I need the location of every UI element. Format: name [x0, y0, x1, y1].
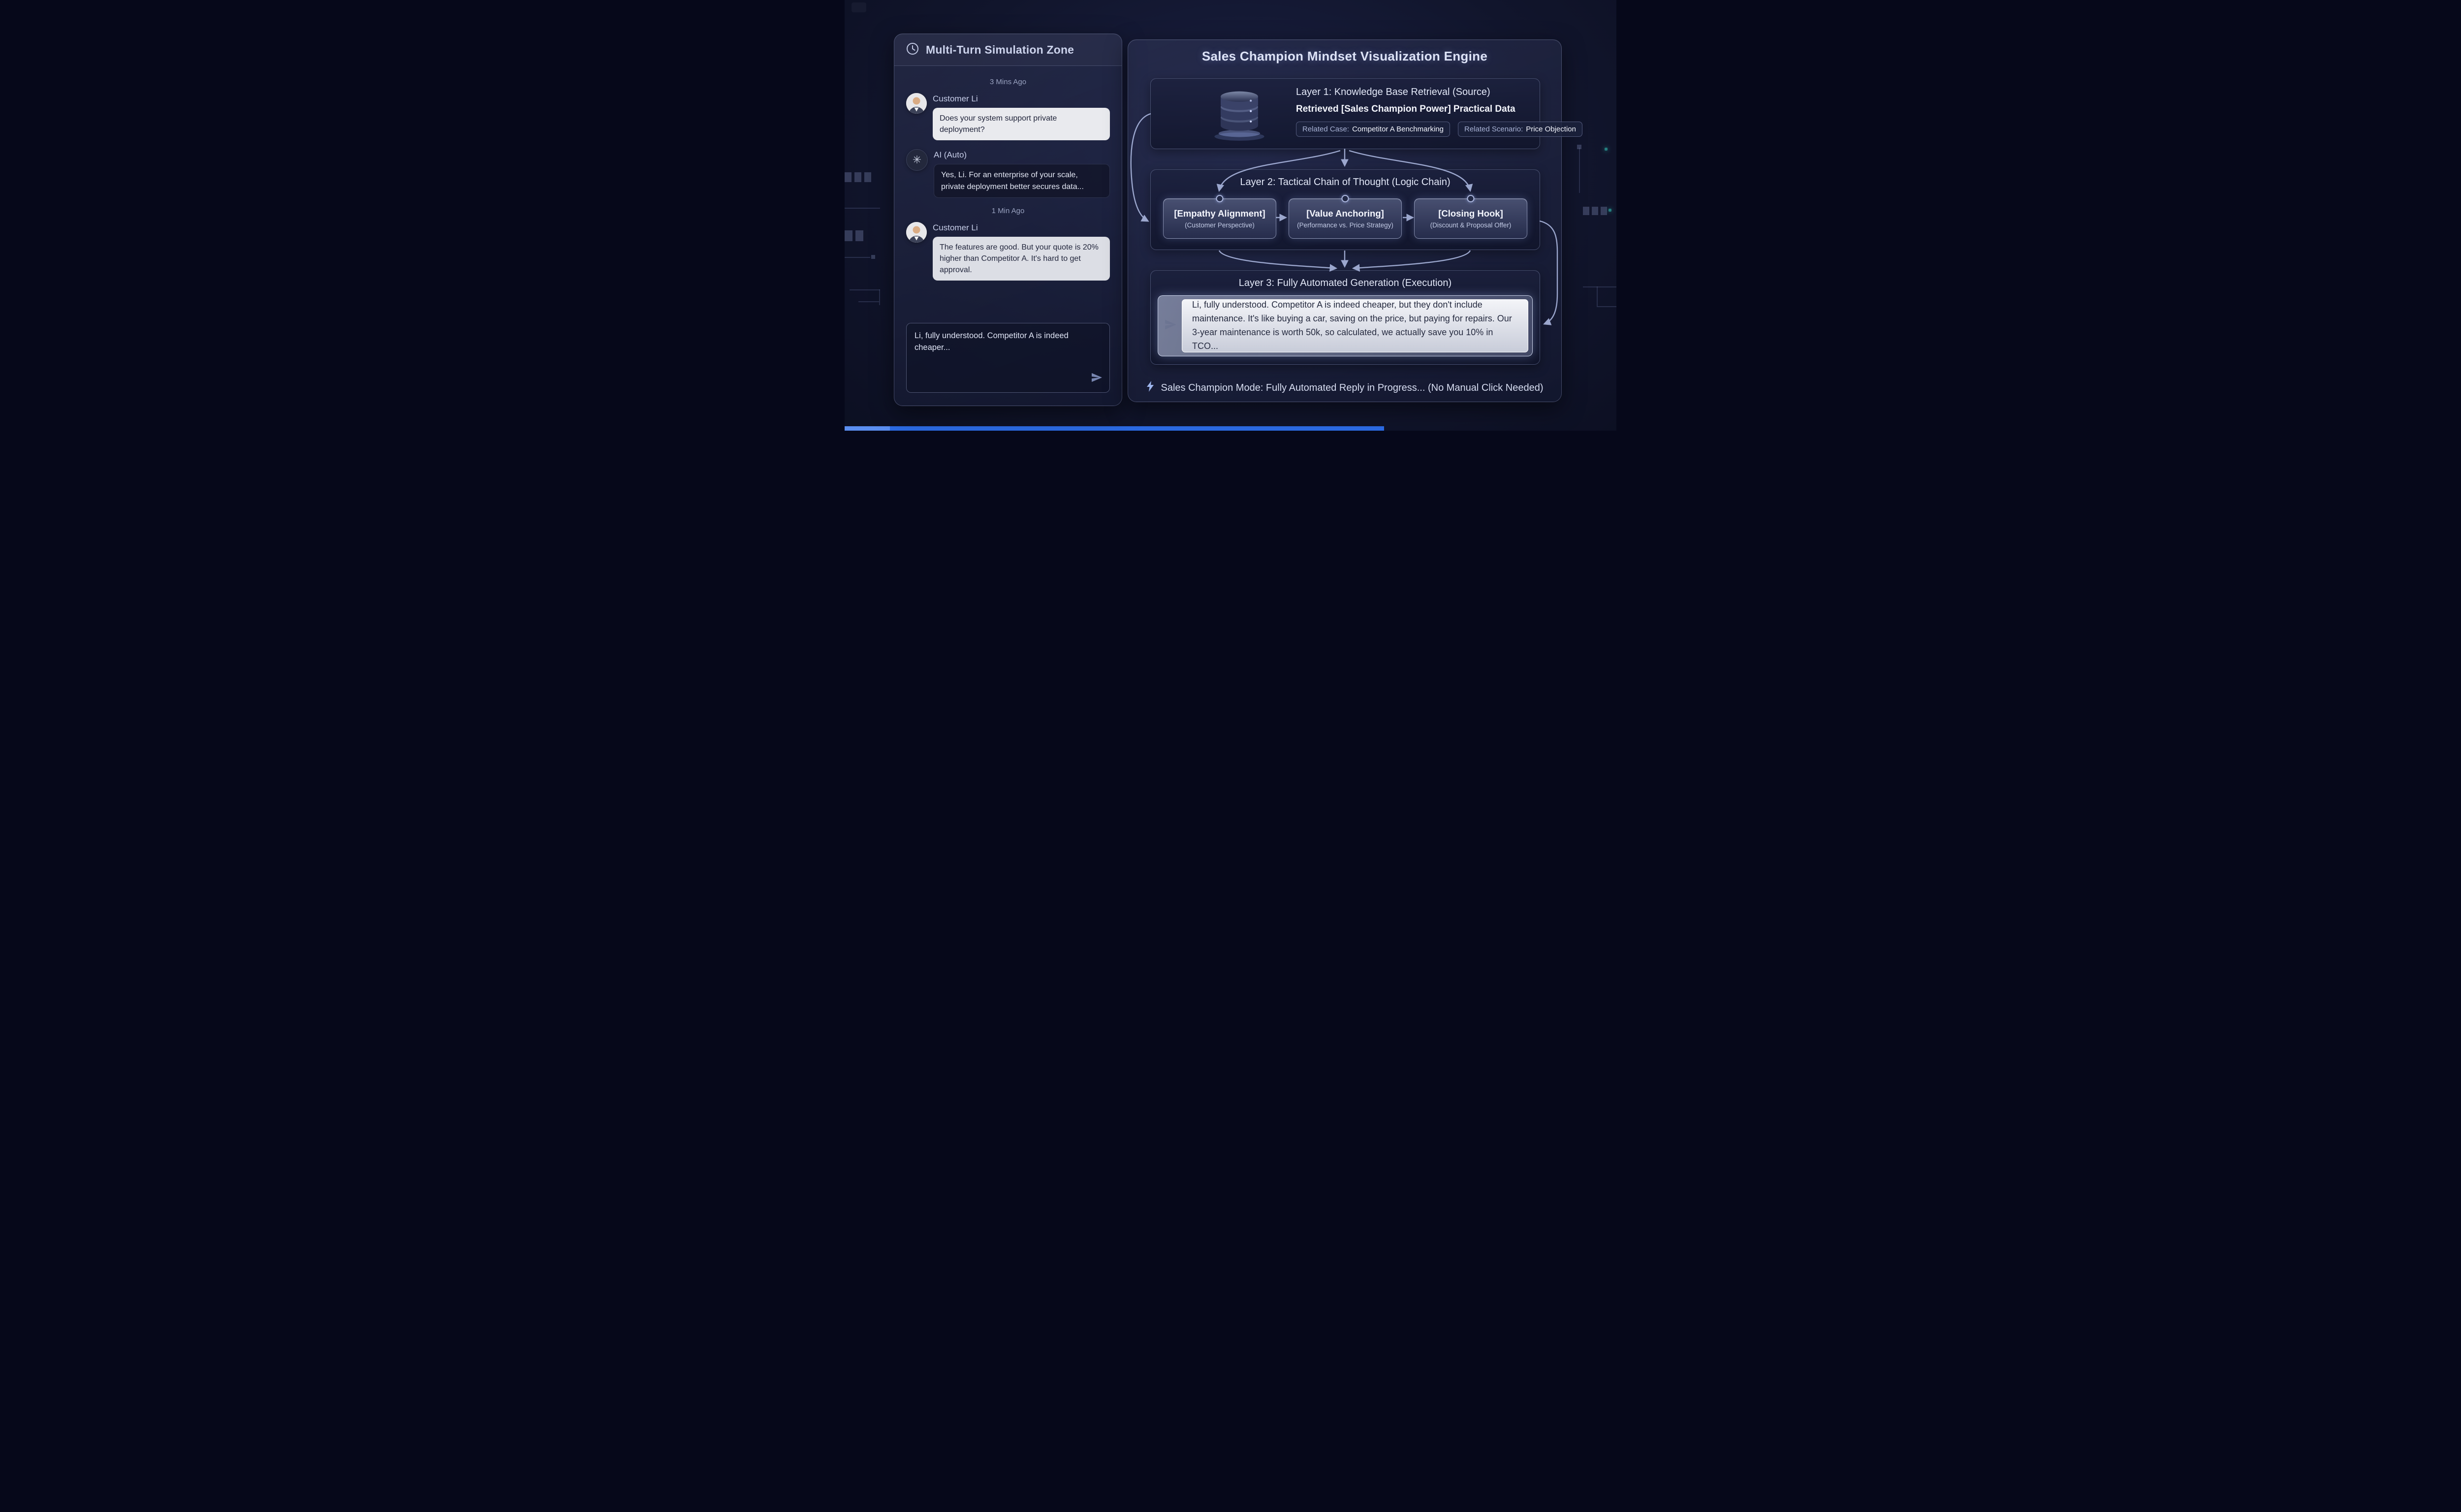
circuit-decoration	[864, 172, 871, 182]
node-subtitle: (Customer Perspective)	[1185, 221, 1255, 229]
clock-icon	[906, 42, 919, 58]
circuit-decoration	[879, 289, 880, 305]
connector-dot	[1467, 195, 1475, 202]
circuit-decoration	[850, 289, 880, 290]
ai-avatar: ✳	[906, 149, 928, 171]
related-case-tag: Related Case: Competitor A Benchmarking	[1296, 122, 1450, 137]
generated-reply-text: Li, fully understood. Competitor A is in…	[1182, 299, 1528, 352]
node-subtitle: (Performance vs. Price Strategy)	[1297, 221, 1393, 229]
sender-name: Customer Li	[933, 94, 978, 103]
layer3-box: Layer 3: Fully Automated Generation (Exe…	[1150, 270, 1540, 365]
circuit-decoration	[1598, 306, 1616, 307]
circuit-decoration	[855, 230, 863, 241]
database-icon	[1200, 84, 1279, 144]
node-closing-hook[interactable]: [Closing Hook] (Discount & Proposal Offe…	[1414, 195, 1527, 239]
sender-name: Customer Li	[933, 222, 978, 232]
circuit-decoration	[845, 208, 880, 209]
tag-label: Related Scenario:	[1464, 125, 1523, 133]
chat-message-customer: Customer Li Does your system support pri…	[906, 93, 1110, 141]
visualization-engine-panel: Sales Champion Mindset Visualization Eng…	[1128, 39, 1582, 402]
message-bubble: The features are good. But your quote is…	[933, 236, 1110, 281]
related-scenario-tag: Related Scenario: Price Objection	[1458, 122, 1582, 137]
node-empathy-alignment[interactable]: [Empathy Alignment] (Customer Perspectiv…	[1163, 195, 1276, 239]
connector-dot	[1216, 195, 1224, 202]
lightning-icon	[1146, 380, 1155, 395]
circuit-decoration	[1601, 207, 1607, 215]
circuit-decoration	[1597, 286, 1598, 307]
simulation-zone-panel: Multi-Turn Simulation Zone 3 Mins Ago Cu…	[894, 33, 1122, 406]
dashboard: Multi-Turn Simulation Zone 3 Mins Ago Cu…	[845, 0, 1616, 431]
message-bubble: Does your system support private deploym…	[933, 108, 1110, 141]
led-decoration	[1609, 209, 1611, 212]
sender-name: AI (Auto)	[934, 150, 967, 160]
corner-chip-decoration	[852, 2, 866, 12]
logic-chain-nodes: [Empathy Alignment] (Customer Perspectiv…	[1163, 195, 1527, 239]
circuit-decoration	[1577, 145, 1581, 149]
chat-message-ai: ✳ AI (Auto) Yes, Li. For an enterprise o…	[906, 149, 1110, 198]
left-panel-title: Multi-Turn Simulation Zone	[926, 43, 1074, 56]
reply-input-text: Li, fully understood. Competitor A is in…	[915, 331, 1069, 352]
automation-status: Sales Champion Mode: Fully Automated Rep…	[1128, 380, 1561, 395]
node-title: [Closing Hook]	[1438, 208, 1503, 219]
status-text: Sales Champion Mode: Fully Automated Rep…	[1161, 382, 1544, 393]
tag-value: Price Objection	[1526, 125, 1576, 133]
circuit-decoration	[1583, 286, 1616, 287]
layer1-box: Layer 1: Knowledge Base Retrieval (Sourc…	[1150, 78, 1582, 149]
circuit-decoration	[845, 230, 852, 241]
layer2-title: Layer 2: Tactical Chain of Thought (Logi…	[1240, 177, 1451, 188]
layer1-tags: Related Case: Competitor A Benchmarking …	[1296, 122, 1582, 137]
node-title: [Value Anchoring]	[1306, 208, 1384, 219]
bottom-bar-decoration	[845, 426, 890, 431]
node-title: [Empathy Alignment]	[1174, 208, 1265, 219]
layer1-title: Layer 1: Knowledge Base Retrieval (Sourc…	[1296, 87, 1490, 97]
simulation-zone-header: Multi-Turn Simulation Zone	[894, 34, 1122, 66]
generated-reply-frame: Li, fully understood. Competitor A is in…	[1158, 295, 1533, 356]
send-icon[interactable]	[1091, 372, 1103, 387]
led-decoration	[1605, 148, 1608, 151]
layer3-title: Layer 3: Fully Automated Generation (Exe…	[1238, 278, 1452, 288]
circuit-decoration	[871, 255, 875, 259]
chat-message-customer: Customer Li The features are good. But y…	[906, 221, 1110, 281]
circuit-decoration	[1583, 207, 1589, 215]
circuit-decoration	[1592, 207, 1598, 215]
circuit-decoration	[845, 257, 870, 258]
circuit-decoration	[854, 172, 861, 182]
tag-label: Related Case:	[1302, 125, 1350, 133]
send-icon[interactable]	[1164, 318, 1177, 334]
node-subtitle: (Discount & Proposal Offer)	[1430, 221, 1512, 229]
right-panel-title: Sales Champion Mindset Visualization Eng…	[1201, 49, 1488, 63]
timestamp: 3 Mins Ago	[989, 78, 1027, 86]
customer-avatar	[906, 93, 927, 114]
circuit-decoration	[1579, 148, 1580, 193]
connector-dot	[1341, 195, 1349, 202]
bottom-bar-decoration	[845, 426, 1384, 431]
layer1-subtitle: Retrieved [Sales Champion Power] Practic…	[1296, 104, 1515, 114]
chat-history: 3 Mins Ago Customer Li Does your system …	[894, 66, 1122, 281]
reply-input[interactable]: Li, fully understood. Competitor A is in…	[906, 323, 1110, 393]
customer-avatar	[906, 221, 927, 243]
circuit-decoration	[858, 301, 879, 302]
node-value-anchoring[interactable]: [Value Anchoring] (Performance vs. Price…	[1289, 195, 1402, 239]
layer2-box: Layer 2: Tactical Chain of Thought (Logi…	[1150, 169, 1540, 250]
tag-value: Competitor A Benchmarking	[1352, 125, 1444, 133]
circuit-decoration	[845, 172, 852, 182]
timestamp: 1 Min Ago	[991, 206, 1025, 215]
message-bubble: Yes, Li. For an enterprise of your scale…	[934, 164, 1110, 198]
